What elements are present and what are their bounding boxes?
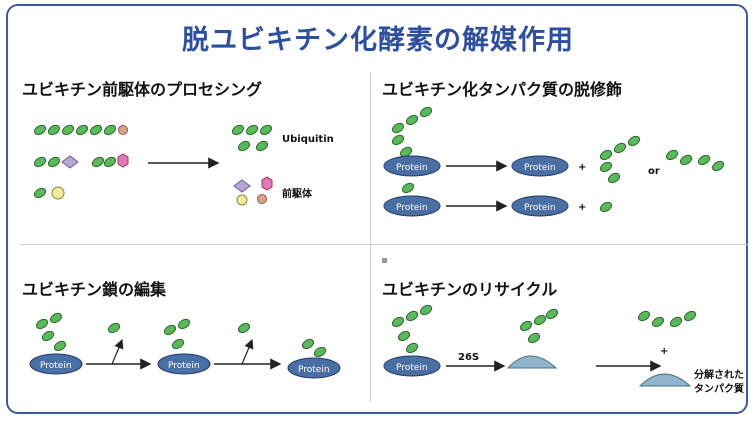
protein-ellipse-mono (383, 195, 441, 217)
protein-label: Protein (168, 361, 200, 371)
released-chain-alt (664, 148, 726, 173)
fusion-precursor (32, 153, 129, 169)
recycled-ubiquitin (636, 309, 698, 329)
protein-label: Protein (396, 203, 428, 213)
released-ubiquitin-edit-2 (236, 321, 252, 335)
protein-ellipse-edit-1 (29, 353, 83, 375)
protein-ellipse (383, 155, 441, 177)
proteasome-dome (506, 355, 558, 369)
section-title-recycling: ユビキチンのリサイクル (382, 280, 558, 299)
chain-on-protein-2 (162, 317, 192, 351)
section-title-chain-editing: ユビキチン鎖の編集 (22, 280, 167, 299)
vertical-divider (370, 72, 371, 402)
released-mono-ubiquitin (598, 200, 614, 214)
ubiquitin-label: Ubiquitin (282, 134, 334, 145)
protein-label: Protein (40, 361, 72, 371)
linear-ubiquitin-precursor (32, 123, 128, 137)
released-chain (598, 134, 642, 185)
release-arrow-1 (111, 338, 124, 365)
diagram-title: 脱ユビキチン化酵素の解媒作用 (182, 25, 574, 56)
protein-label: Protein (396, 163, 428, 173)
chain-on-protein-recycle (390, 303, 434, 355)
precursor-label: 前駆体 (282, 187, 313, 200)
plus-sign: + (578, 162, 586, 173)
ubiquitin-on-proteasome (518, 307, 560, 345)
proteasome-label: 26S (458, 352, 479, 363)
protein-label: Protein (396, 363, 428, 373)
protein-ellipse-edit-3 (287, 357, 341, 379)
protein-ellipse-edit-2 (157, 353, 211, 375)
chain-on-protein-3 (300, 337, 328, 359)
protein-ellipse-product (511, 155, 569, 177)
polyubiquitin-chain (390, 105, 434, 159)
horizontal-divider (20, 244, 748, 245)
released-ubiquitin (230, 123, 274, 153)
or-label: or (648, 166, 660, 177)
marker-square (382, 258, 387, 263)
protein-ellipse-mono-product (511, 195, 569, 217)
degraded-label-line2: タンパク質 (694, 382, 744, 395)
section-title-precursor-processing: ユビキチン前駆体のプロセシング (22, 80, 263, 99)
proteasome-dome-2 (638, 373, 692, 387)
protein-label: Protein (524, 163, 556, 173)
release-arrow-2 (241, 338, 254, 365)
diagram-frame (6, 4, 748, 414)
section-title-deubiquitination: ユビキチン化タンパク質の脱修飾 (382, 80, 623, 99)
chain-on-protein-1 (34, 311, 68, 353)
protein-label: Protein (524, 203, 556, 213)
released-ubiquitin-edit-1 (106, 321, 122, 335)
plus-sign: + (660, 346, 668, 357)
ubiquitin-fusion-small (32, 186, 65, 200)
protein-ellipse-recycle (383, 355, 441, 377)
degraded-label-line1: 分解された (694, 368, 744, 381)
plus-sign: + (578, 202, 586, 213)
protein-label: Protein (298, 365, 330, 375)
released-precursor-parts (233, 176, 273, 206)
ubiquitin-mono (400, 181, 416, 195)
